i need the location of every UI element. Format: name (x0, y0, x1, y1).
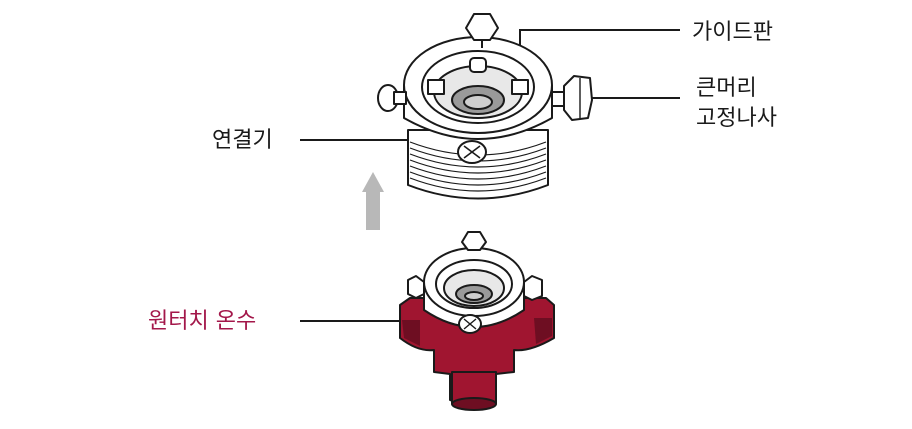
center-hole-inner (463, 94, 493, 110)
guide-plate-tab-right (511, 79, 529, 95)
guide-plate-tab-left (427, 79, 445, 95)
lower-top-hex-screw (461, 231, 487, 251)
top-hex-screw (465, 13, 499, 41)
guide-screw (469, 57, 487, 73)
up-arrow (362, 172, 384, 230)
big-head-screw-left (377, 84, 407, 112)
lower-one-touch (399, 231, 555, 411)
red-base-shadow (402, 320, 420, 346)
label-screw-line2: 고정나사 (696, 106, 777, 131)
label-screw-line1: 큰머리 (696, 76, 757, 101)
lower-right-screw (523, 275, 543, 301)
front-cross-screw-upper (457, 140, 487, 164)
label-one-touch-hot-water: 원터치 온수 (148, 309, 257, 334)
label-connector: 연결기 (212, 128, 273, 153)
front-cross-screw-lower (458, 314, 482, 334)
label-big-head-screw: 큰머리 고정나사 (696, 74, 777, 134)
threaded-body (407, 129, 549, 200)
lower-left-screw (407, 275, 425, 299)
big-head-screw-right (551, 75, 593, 121)
label-guide-plate: 가이드판 (692, 20, 773, 45)
upper-connector (377, 13, 593, 200)
